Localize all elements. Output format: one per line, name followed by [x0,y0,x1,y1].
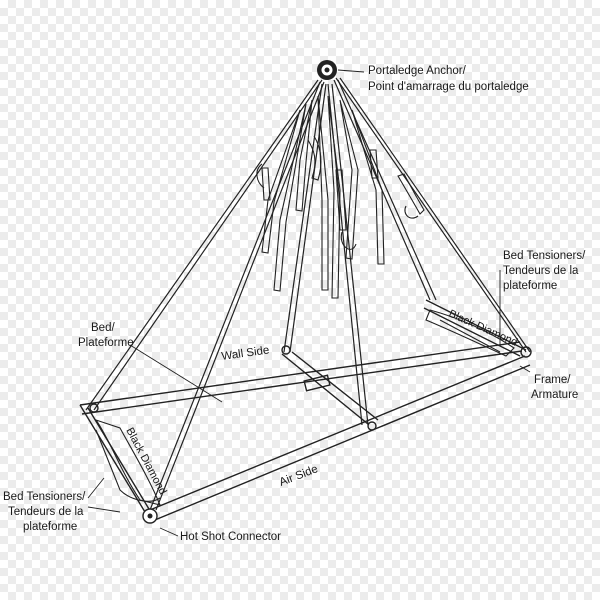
bed-label-line1: Bed/ [91,322,115,334]
anchor-label-line1: Portaledge Anchor/ [368,65,467,77]
anchor-label-line2: Point d'amarrage du portaledge [368,81,529,93]
wall-side-label: Wall Side [221,344,270,363]
frame-label-line1: Frame/ [534,374,571,386]
tensioners-left-line2: Tendeurs de la [8,506,84,518]
hot-shot-connector-icon [142,508,158,524]
suspension-straps [85,77,531,511]
tensioners-left-line1: Bed Tensioners/ [3,491,86,503]
adjustment-straps [256,95,425,299]
tensioners-right-line1: Bed Tensioners/ [503,250,586,262]
leader-lines [87,69,531,537]
tensioners-left-line3: plateforme [23,521,77,533]
bed-label-line2: Plateforme [78,337,134,349]
hot-shot-label: Hot Shot Connector [180,531,281,543]
portaledge-frame [79,299,532,523]
frame-label-line2: Armature [531,389,578,401]
brand-text-left: Black Diamond [123,426,168,497]
tensioners-right-line2: Tendeurs de la [503,265,579,277]
tensioners-right-line3: plateforme [503,280,557,292]
bed-fabric [94,309,515,506]
portaledge-anchor-icon [317,60,337,80]
